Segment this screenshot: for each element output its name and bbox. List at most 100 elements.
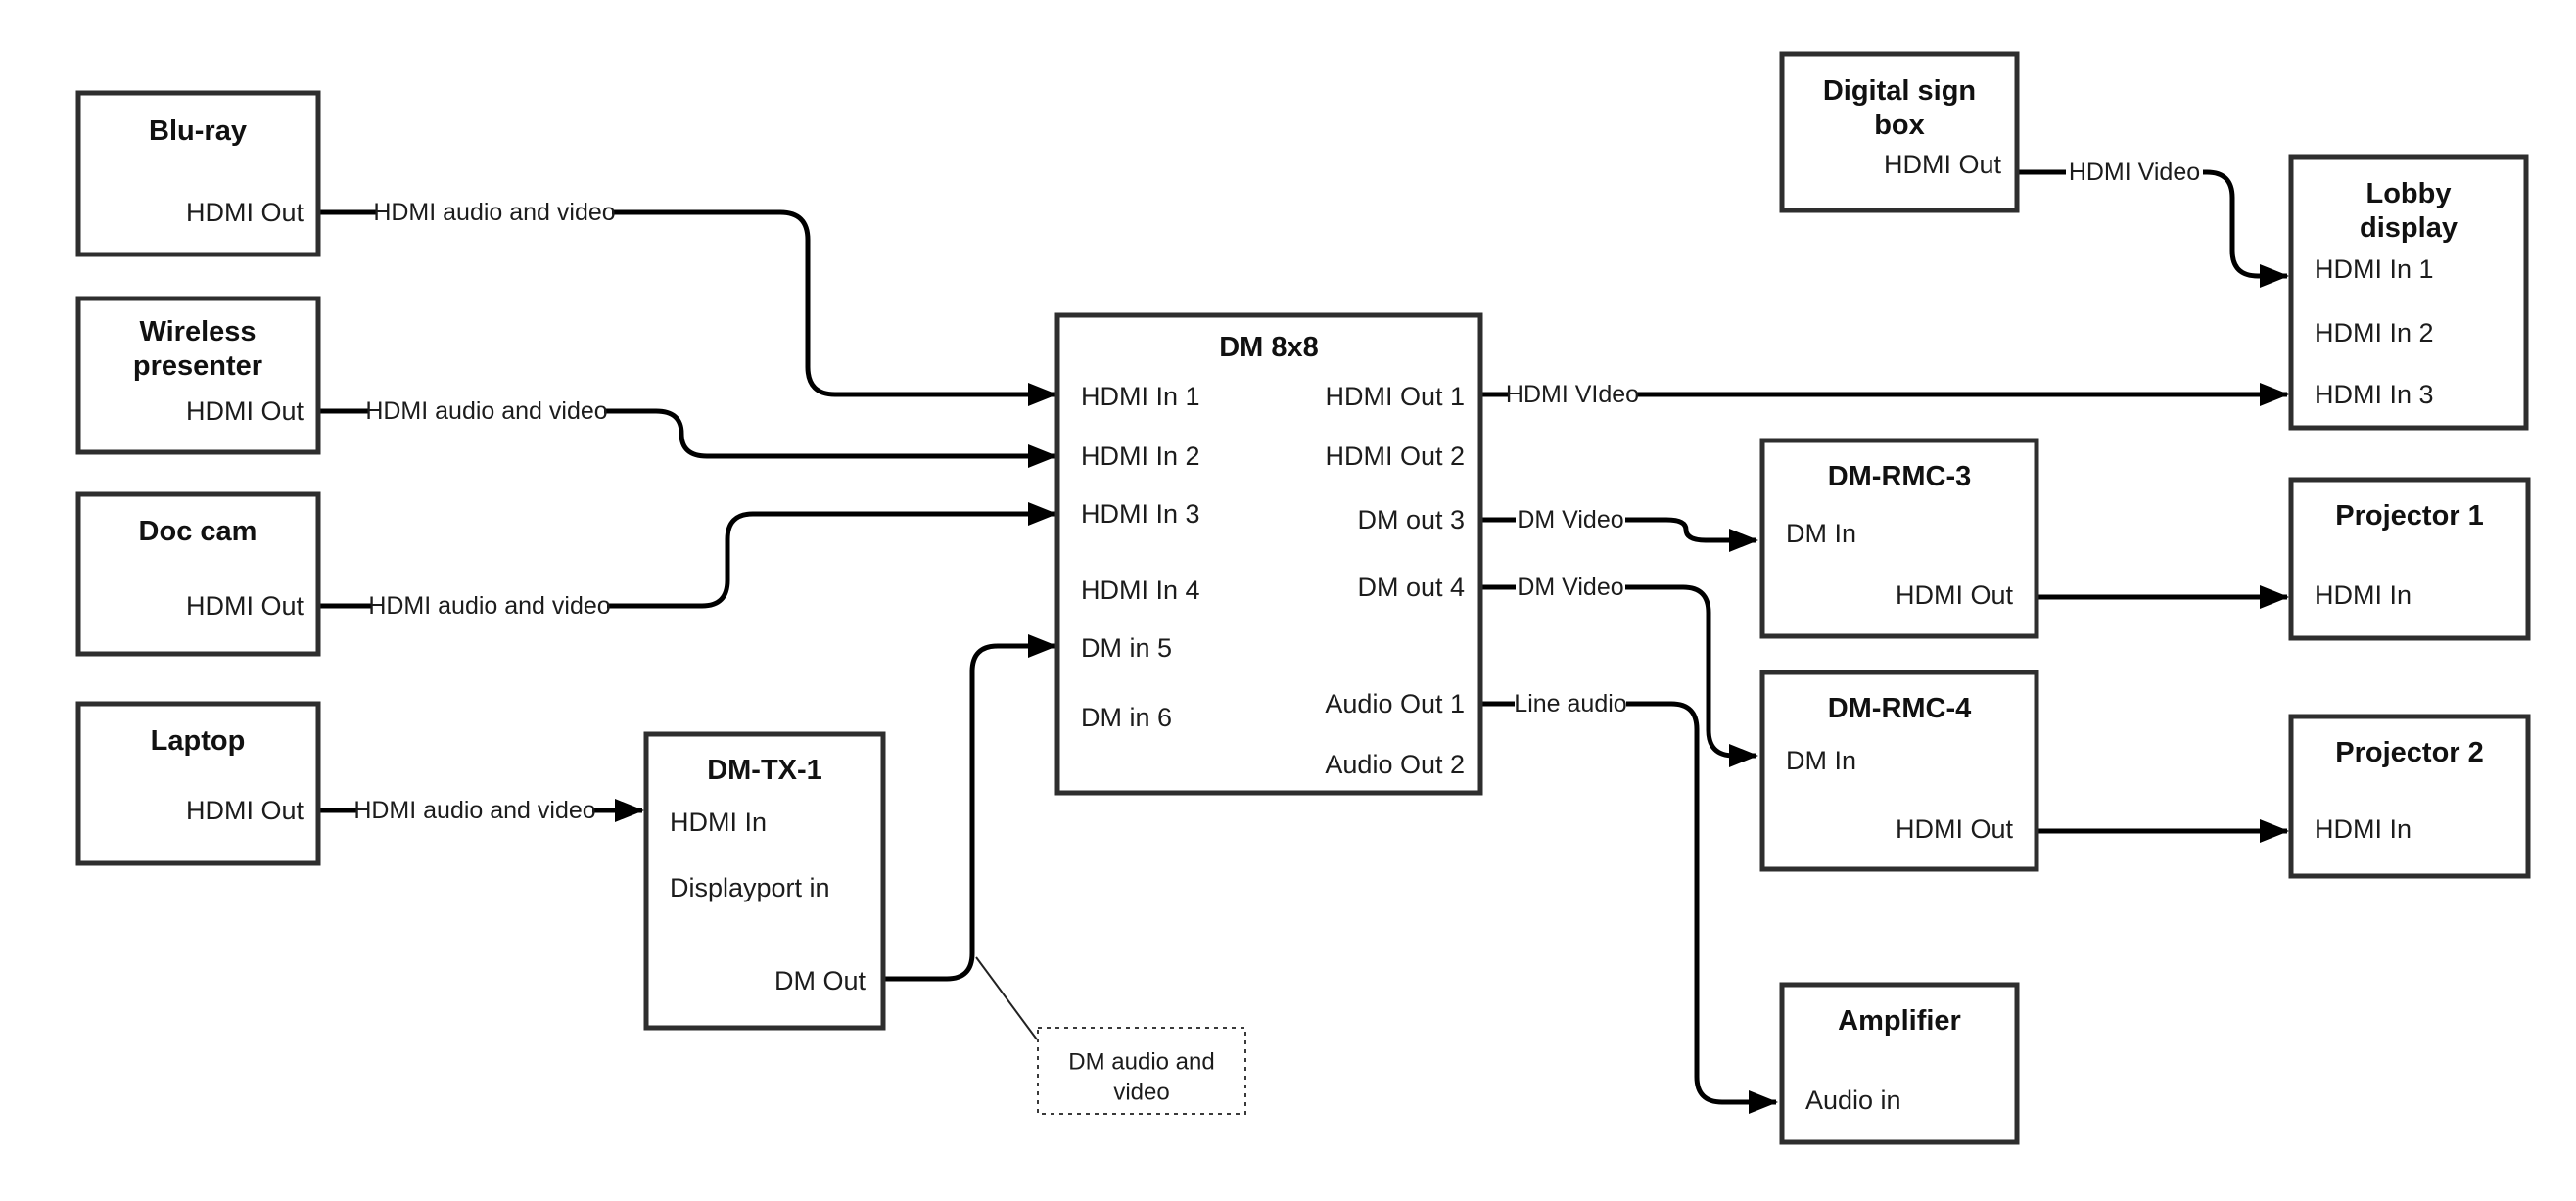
edge-doccam-to-dm8x8-in3 [318, 502, 1057, 609]
laptop-box [75, 701, 321, 866]
dm-tx-1-box [643, 731, 886, 1031]
edge-label-bg [1515, 686, 1626, 721]
projector-1-box [2288, 477, 2531, 641]
dm-rmc-4-port-hdmi-out: HDMI Out [1896, 814, 2014, 844]
digital-sign-box-title-line1: Digital sign [1823, 75, 1976, 107]
node-dm-rmc-4: DM-RMC-4 DM In HDMI Out [1759, 670, 2039, 872]
node-dm-8x8: DM 8x8 HDMI In 1 HDMI In 2 HDMI In 3 HDM… [1054, 312, 1483, 796]
node-laptop: Laptop HDMI Out [75, 701, 321, 866]
annotation-callout-line [975, 956, 1038, 1040]
node-wireless-presenter: Wireless presenter HDMI Out [75, 296, 321, 455]
edge-label-line-audio: Line audio [1514, 690, 1626, 717]
edge-label-bg [2066, 155, 2203, 190]
node-blu-ray: Blu-ray HDMI Out [75, 90, 321, 257]
annotation-dm-audio-video: DM audio and video [1037, 1027, 1246, 1115]
node-doc-cam: Doc cam HDMI Out [75, 491, 321, 657]
digital-sign-box-title-line2: box [1874, 110, 1925, 141]
edge-label-hdmi-av-1: HDMI audio and video [373, 199, 615, 226]
edge-label-bg [377, 195, 612, 230]
dm-8x8-port-audio-out-1: Audio Out 1 [1325, 689, 1465, 718]
laptop-port-hdmi-out: HDMI Out [186, 796, 304, 825]
node-digital-sign-box: Digital sign box HDMI Out [1779, 51, 2020, 213]
dm-tx-1-port-hdmi-in: HDMI In [670, 808, 767, 837]
lobby-display-box [2288, 154, 2529, 431]
doc-cam-port-hdmi-out: HDMI Out [186, 591, 304, 621]
lobby-display-title-line1: Lobby [2366, 178, 2452, 209]
dm-tx-1-port-displayport-in: Displayport in [670, 873, 830, 902]
amplifier-port-audio-in: Audio in [1805, 1086, 1901, 1115]
dm-rmc-4-box [1759, 670, 2039, 872]
dm-8x8-port-dm-in-5: DM in 5 [1081, 633, 1172, 663]
node-amplifier: Amplifier Audio in [1779, 982, 2020, 1145]
node-dm-rmc-3: DM-RMC-3 DM In HDMI Out [1759, 438, 2039, 639]
edge-label-bg [1516, 502, 1625, 537]
edge-labels: HDMI audio and video HDMI audio and vide… [353, 155, 2203, 828]
dm-8x8-port-hdmi-in-3: HDMI In 3 [1081, 499, 1200, 529]
dm-rmc-3-box [1759, 438, 2039, 639]
blu-ray-box [75, 90, 321, 257]
dm-rmc-4-port-dm-in: DM In [1786, 746, 1856, 775]
node-projector-1: Projector 1 HDMI In [2288, 477, 2531, 641]
doc-cam-box [75, 491, 321, 657]
dm-rmc-3-port-hdmi-out: HDMI Out [1896, 580, 2014, 610]
lobby-display-port-hdmi-in-2: HDMI In 2 [2315, 318, 2434, 347]
wireless-presenter-title-line1: Wireless [139, 316, 256, 347]
edge-label-hdmi-video-sign: HDMI Video [2069, 159, 2200, 186]
amplifier-title: Amplifier [1838, 1005, 1961, 1037]
lobby-display-port-hdmi-in-1: HDMI In 1 [2315, 254, 2434, 284]
edge-label-bg [1509, 377, 1636, 412]
dm-8x8-port-hdmi-out-1: HDMI Out 1 [1325, 382, 1465, 411]
annotation-box [1037, 1027, 1246, 1115]
dm-8x8-port-dm-out-3: DM out 3 [1357, 505, 1465, 534]
edge-label-hdmi-av-4: HDMI audio and video [353, 797, 595, 824]
edge-dm8x8-out3-to-rmc3 [1480, 517, 1758, 552]
dm-rmc-3-port-dm-in: DM In [1786, 519, 1856, 548]
blu-ray-port-hdmi-out: HDMI Out [186, 198, 304, 227]
edge-label-dm-video-4: DM Video [1517, 574, 1623, 601]
edge-dmtx1-to-dm8x8-in5 [883, 634, 1057, 982]
node-projector-2: Projector 2 HDMI In [2288, 714, 2531, 879]
doc-cam-title: Doc cam [139, 516, 258, 547]
wireless-presenter-title-line2: presenter [133, 350, 262, 382]
projector-1-title: Projector 1 [2335, 500, 2484, 531]
dm-tx-1-port-dm-out: DM Out [774, 966, 866, 995]
dm-8x8-title: DM 8x8 [1219, 332, 1319, 363]
node-dm-tx-1: DM-TX-1 HDMI In Displayport in DM Out [643, 731, 886, 1031]
edge-label-bg [357, 793, 592, 828]
edge-label-hdmi-av-2: HDMI audio and video [365, 397, 607, 425]
digital-sign-box-box [1779, 51, 2020, 213]
edge-label-dm-video-3: DM Video [1517, 506, 1623, 533]
projector-2-port-hdmi-in: HDMI In [2315, 814, 2412, 844]
dm-8x8-port-hdmi-in-4: HDMI In 4 [1081, 576, 1200, 605]
digital-sign-box-port-hdmi-out: HDMI Out [1884, 150, 2002, 179]
edge-dm8x8-out4-to-rmc4 [1480, 584, 1758, 767]
wireless-presenter-port-hdmi-out: HDMI Out [186, 396, 304, 426]
amplifier-box [1779, 982, 2020, 1145]
edge-bluray-to-dm8x8-in1 [318, 209, 1057, 406]
dm-8x8-port-dm-out-4: DM out 4 [1357, 573, 1465, 602]
dm-8x8-port-hdmi-in-1: HDMI In 1 [1081, 382, 1200, 411]
dm-tx-1-title: DM-TX-1 [707, 755, 822, 786]
dm-8x8-port-dm-in-6: DM in 6 [1081, 703, 1172, 732]
edge-digitalsign-to-lobby-in1 [2017, 169, 2289, 288]
edge-dm8x8-audio1-to-amplifier [1480, 701, 1778, 1114]
edge-label-hdmi-video-out1: HDMI VIdeo [1506, 381, 1639, 408]
edge-label-bg [372, 588, 607, 624]
node-lobby-display: Lobby display HDMI In 1 HDMI In 2 HDMI I… [2288, 154, 2529, 431]
wireless-presenter-box [75, 296, 321, 455]
edge-label-bg [1516, 570, 1625, 605]
projector-2-title: Projector 2 [2335, 737, 2484, 768]
annotation-line1: DM audio and [1068, 1049, 1214, 1076]
blu-ray-title: Blu-ray [149, 115, 247, 147]
dm-rmc-3-title: DM-RMC-3 [1828, 461, 1972, 492]
dm-rmc-4-title: DM-RMC-4 [1828, 693, 1972, 724]
edge-label-hdmi-av-3: HDMI audio and video [368, 592, 610, 620]
lobby-display-title-line2: display [2360, 212, 2458, 244]
projector-1-port-hdmi-in: HDMI In [2315, 580, 2412, 610]
projector-2-box [2288, 714, 2531, 879]
dm-8x8-port-hdmi-out-2: HDMI Out 2 [1325, 441, 1465, 471]
edge-wireless-to-dm8x8-in2 [318, 408, 1057, 468]
dm-8x8-port-hdmi-in-2: HDMI In 2 [1081, 441, 1200, 471]
dm-8x8-port-audio-out-2: Audio Out 2 [1325, 750, 1465, 779]
